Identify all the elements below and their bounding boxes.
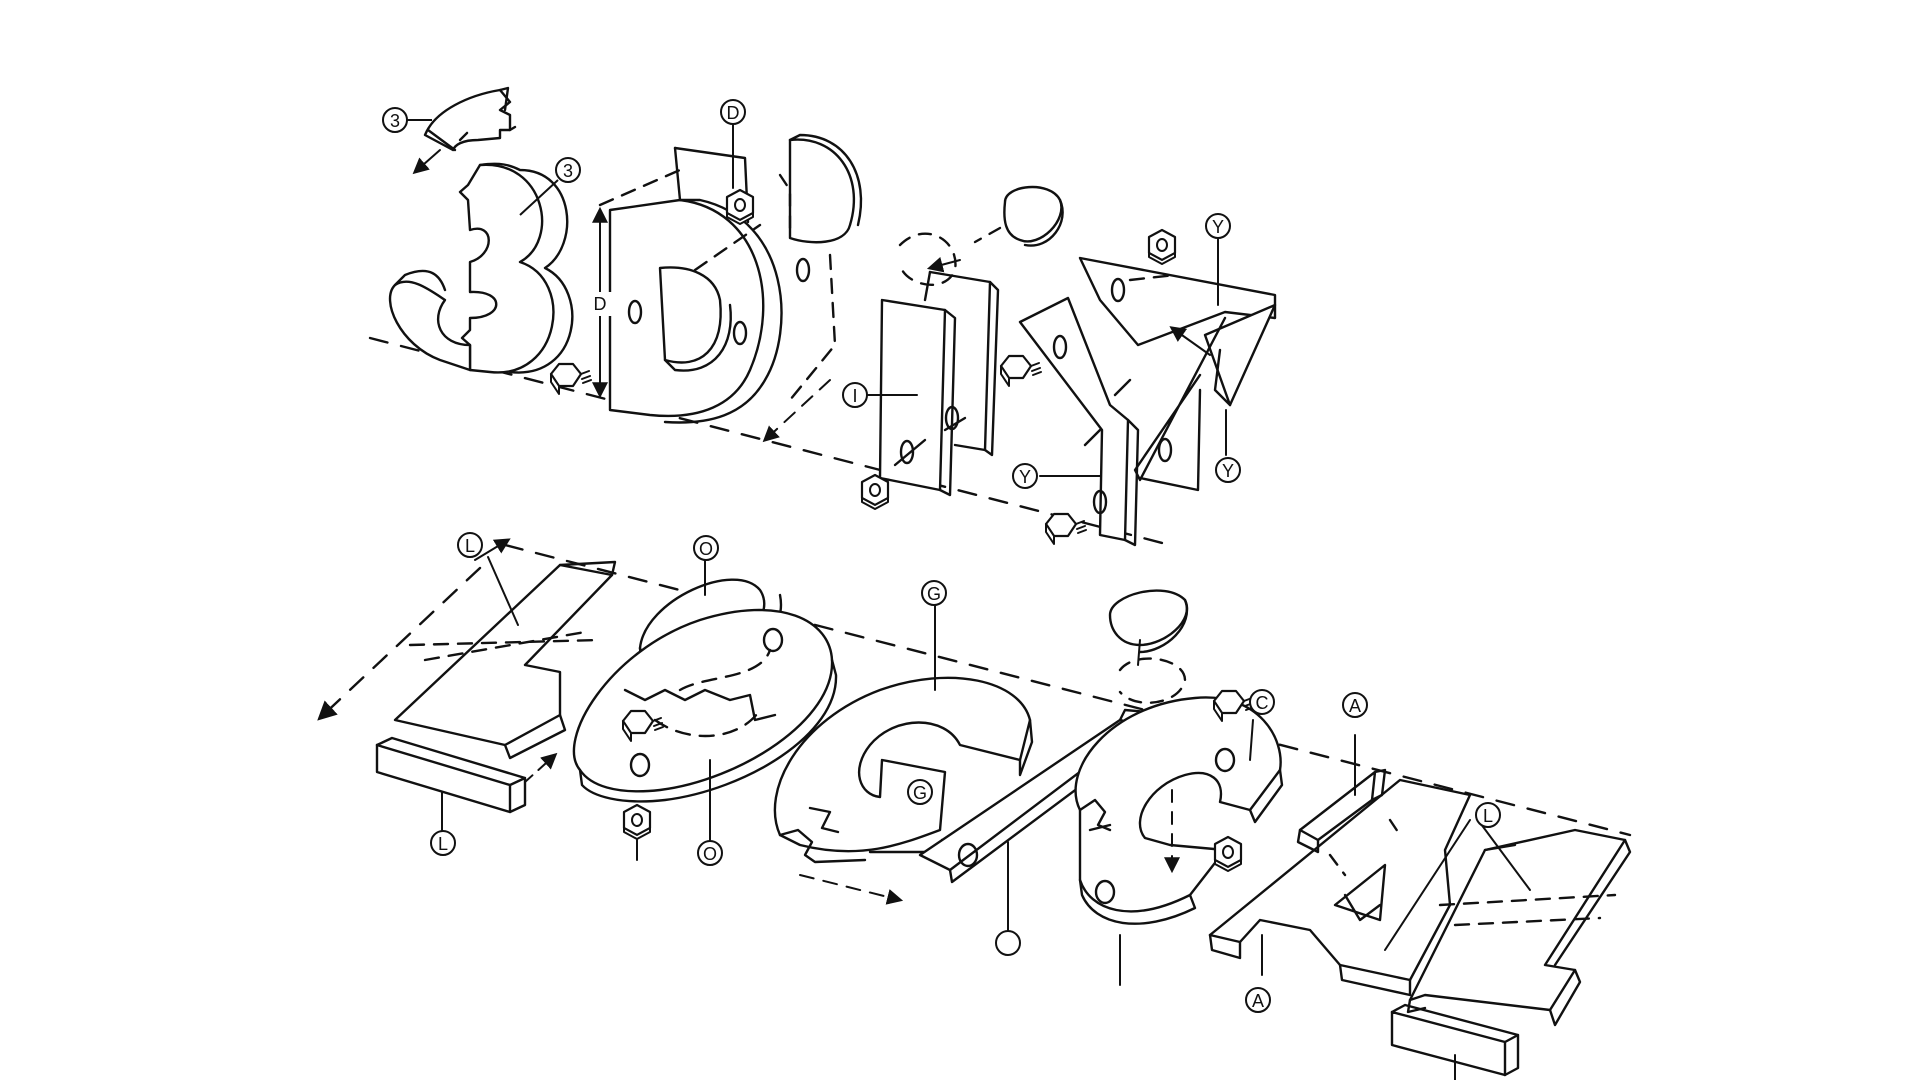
callout-three-a: 3 — [382, 107, 432, 133]
svg-text:Y: Y — [1212, 217, 1224, 237]
callout-three-b: 3 — [519, 157, 581, 216]
svg-text:3: 3 — [390, 111, 400, 131]
svg-text:Y: Y — [1019, 467, 1031, 487]
svg-text:L: L — [465, 536, 475, 556]
arrow-3 — [412, 149, 441, 175]
callout-y-right: Y — [1215, 457, 1241, 483]
svg-text:D: D — [727, 103, 740, 123]
callout-y-top: Y — [1205, 213, 1231, 239]
callout-c-top: C — [1249, 689, 1275, 715]
svg-text:Y: Y — [1222, 461, 1234, 481]
svg-text:I: I — [852, 386, 857, 406]
svg-text:A: A — [1252, 991, 1264, 1011]
arrow-l-small — [524, 752, 558, 783]
svg-text:L: L — [438, 834, 448, 854]
callout-a-bottom: A — [1245, 987, 1271, 1013]
letter-i — [860, 185, 1064, 511]
arrow-d — [762, 379, 831, 443]
word-3diy — [368, 86, 1277, 547]
i-dot-disc — [1003, 185, 1063, 243]
letter-y — [999, 228, 1277, 547]
callout-a-top: A — [1342, 692, 1368, 718]
svg-text:C: C — [1256, 693, 1269, 713]
fragment-3-top — [423, 88, 512, 152]
callout-i-dot — [995, 930, 1021, 956]
svg-text:D: D — [594, 294, 607, 314]
letter-l-2 — [1384, 819, 1632, 1080]
letter-o — [572, 559, 838, 861]
arrow-l-up — [474, 538, 511, 561]
callout-y-left: Y — [1012, 463, 1038, 489]
callout-l2-top: L — [1475, 802, 1501, 828]
callout-d-top: D — [720, 99, 746, 125]
callout-o-top: O — [693, 535, 719, 561]
arrow-i — [926, 256, 961, 273]
callout-g-inner: G — [907, 779, 933, 805]
svg-text:L: L — [1483, 806, 1493, 826]
d-back-cap — [788, 138, 856, 244]
svg-text:3: 3 — [563, 161, 573, 181]
svg-text:G: G — [927, 584, 941, 604]
callout-g-top: G — [921, 580, 947, 606]
i-dot-disc-2 — [1108, 589, 1189, 647]
arrow-y — [1169, 326, 1211, 356]
letter-3 — [388, 86, 574, 374]
svg-text:O: O — [699, 539, 713, 559]
word-logical — [317, 538, 1632, 1080]
l-base-bar — [375, 743, 512, 814]
arrow-left-dash — [317, 566, 482, 721]
letter-a — [1208, 734, 1472, 997]
svg-text:G: G — [913, 783, 927, 803]
letter-l — [375, 556, 617, 831]
callout-o-bottom: O — [697, 840, 723, 866]
svg-text:A: A — [1349, 696, 1361, 716]
letter-d — [549, 111, 863, 443]
callout-l-bottom: L — [430, 830, 456, 856]
callout-l-top: L — [457, 532, 483, 558]
arrow-g — [799, 874, 904, 905]
l2-base-bar — [1390, 1010, 1507, 1077]
letter-c — [1074, 689, 1284, 986]
callout-i-side: I — [842, 382, 868, 408]
svg-text:O: O — [703, 844, 717, 864]
callout-d-dimension: D — [585, 292, 615, 316]
